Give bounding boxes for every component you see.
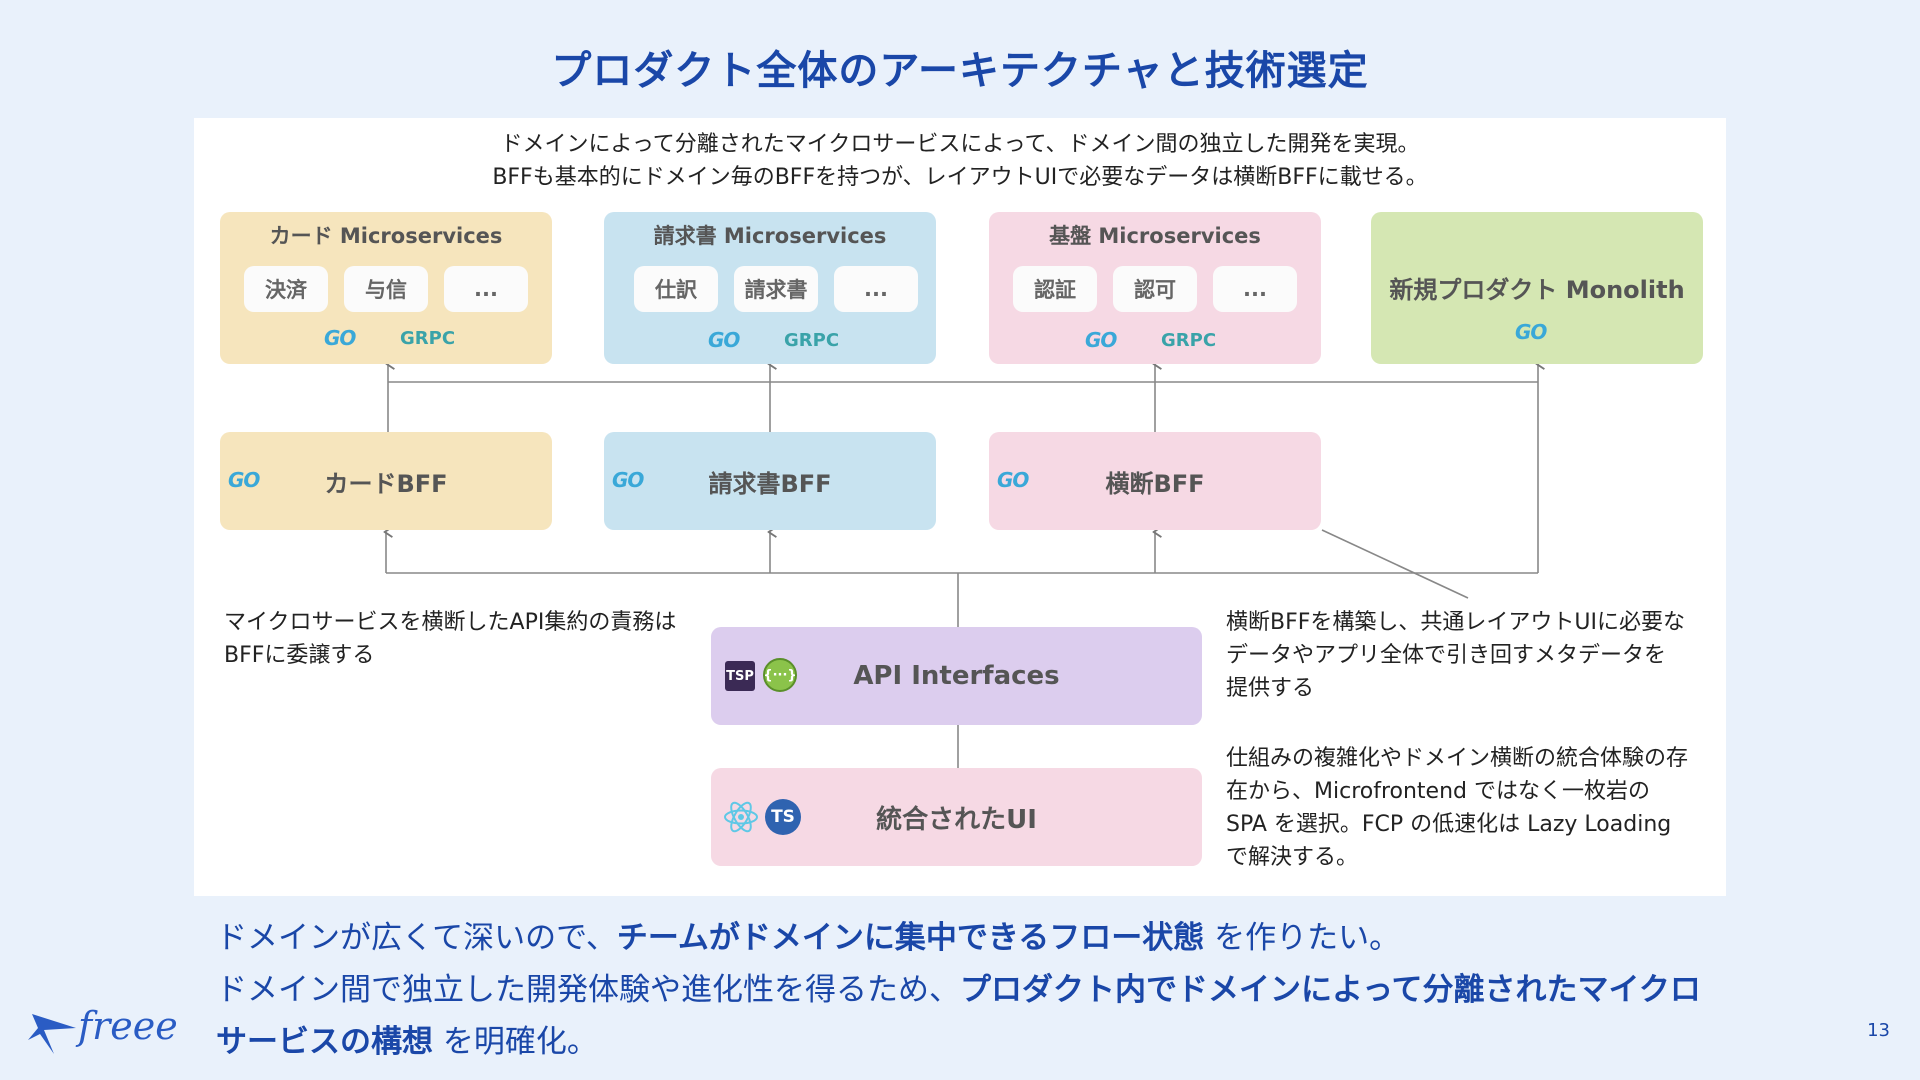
- react-logo-icon: [724, 801, 758, 833]
- bottom-emphasis: プロダクト内でドメインによって分離されたマイクロ: [960, 972, 1701, 1008]
- cross-bff-label: 横断BFF: [1105, 469, 1205, 498]
- api-interfaces-label: API Interfaces: [853, 661, 1060, 691]
- typespec-logo-icon: TSP: [725, 661, 755, 691]
- service-pill: ...: [1213, 266, 1297, 312]
- card-microservices-box: カード Microservices 決済 与信 ... GO GRPC: [220, 212, 552, 364]
- go-logo-icon: GO: [1085, 328, 1117, 352]
- grpc-logo-icon: GRPC: [784, 330, 840, 351]
- openapi-logo-icon: {···}: [763, 658, 797, 692]
- integrated-ui-label: 統合されたUI: [876, 804, 1037, 835]
- service-pill: 認可: [1113, 266, 1197, 312]
- cross-bff-box: GO 横断BFF: [989, 432, 1321, 530]
- card-bff-label: カードBFF: [324, 469, 448, 498]
- diagram-intro: ドメインによって分離されたマイクロサービスによって、ドメイン間の独立した開発を実…: [194, 128, 1726, 194]
- service-pill: ...: [834, 266, 918, 312]
- bottom-message-line-3: サービスの構想 を明確化。: [216, 1016, 1736, 1061]
- page-title: プロダクト全体のアーキテクチャと技術選定: [551, 48, 1369, 94]
- go-logo-icon: GO: [228, 468, 260, 492]
- intro-line-2: BFFも基本的にドメイン毎のBFFを持つが、レイアウトUIで必要なデータは横断B…: [492, 165, 1428, 190]
- service-pill: 仕訳: [634, 266, 718, 312]
- go-logo-icon: GO: [612, 468, 644, 492]
- grpc-logo-icon: GRPC: [400, 328, 456, 349]
- base-microservices-title: 基盤 Microservices: [1049, 224, 1261, 248]
- go-logo-icon: GO: [997, 468, 1029, 492]
- integrated-ui-box: TS 統合されたUI: [711, 768, 1202, 866]
- page-number: 13: [1867, 1020, 1890, 1041]
- bottom-emphasis: チームがドメインに集中できるフロー状態: [616, 920, 1205, 956]
- invoice-microservices-title: 請求書 Microservices: [653, 224, 887, 248]
- grpc-logo-icon: GRPC: [1161, 330, 1217, 351]
- typescript-logo-icon: TS: [765, 799, 801, 835]
- service-pill: 請求書: [734, 266, 818, 312]
- freee-logo: freee: [78, 1004, 178, 1048]
- service-pill: 与信: [344, 266, 428, 312]
- base-microservices-box: 基盤 Microservices 認証 認可 ... GO GRPC: [989, 212, 1321, 364]
- bottom-message-line-1: ドメインが広くて深いので、チームがドメインに集中できるフロー状態 を作りたい。: [216, 912, 1736, 957]
- service-pill: ...: [444, 266, 528, 312]
- bottom-text: ドメイン間で独立した開発体験や進化性を得るため、: [216, 972, 960, 1008]
- service-pill: 決済: [244, 266, 328, 312]
- monolith-box: 新規プロダクト Monolith GO: [1371, 212, 1703, 364]
- api-interfaces-box: TSP {···} API Interfaces: [711, 627, 1202, 725]
- card-microservices-title: カード Microservices: [269, 224, 503, 248]
- left-note: マイクロサービスを横断したAPI集約の責務はBFFに委譲する: [224, 610, 677, 668]
- go-logo-icon: GO: [1515, 320, 1547, 344]
- bottom-message-line-2: ドメイン間で独立した開発体験や進化性を得るため、プロダクト内でドメインによって分…: [216, 964, 1736, 1009]
- bottom-emphasis: サービスの構想: [216, 1024, 433, 1060]
- invoice-bff-label: 請求書BFF: [708, 469, 832, 498]
- invoice-bff-box: GO 請求書BFF: [604, 432, 936, 530]
- card-bff-box: GO カードBFF: [220, 432, 552, 530]
- right-note-2: 仕組みの複雑化やドメイン横断の統合体験の存在から、Microfrontend で…: [1226, 746, 1689, 870]
- monolith-title: 新規プロダクト Monolith: [1389, 276, 1685, 304]
- freee-bird-icon: [28, 1014, 76, 1054]
- go-logo-icon: GO: [708, 328, 740, 352]
- bottom-text: を作りたい。: [1204, 920, 1401, 956]
- bottom-text: を明確化。: [433, 1024, 598, 1060]
- intro-line-1: ドメインによって分離されたマイクロサービスによって、ドメイン間の独立した開発を実…: [500, 132, 1420, 157]
- bottom-text: ドメインが広くて深いので、: [216, 920, 617, 956]
- right-note-1: 横断BFFを構築し、共通レイアウトUIに必要なデータやアプリ全体で引き回すメタデ…: [1226, 610, 1685, 701]
- invoice-microservices-box: 請求書 Microservices 仕訳 請求書 ... GO GRPC: [604, 212, 936, 364]
- service-pill: 認証: [1013, 266, 1097, 312]
- go-logo-icon: GO: [324, 326, 356, 350]
